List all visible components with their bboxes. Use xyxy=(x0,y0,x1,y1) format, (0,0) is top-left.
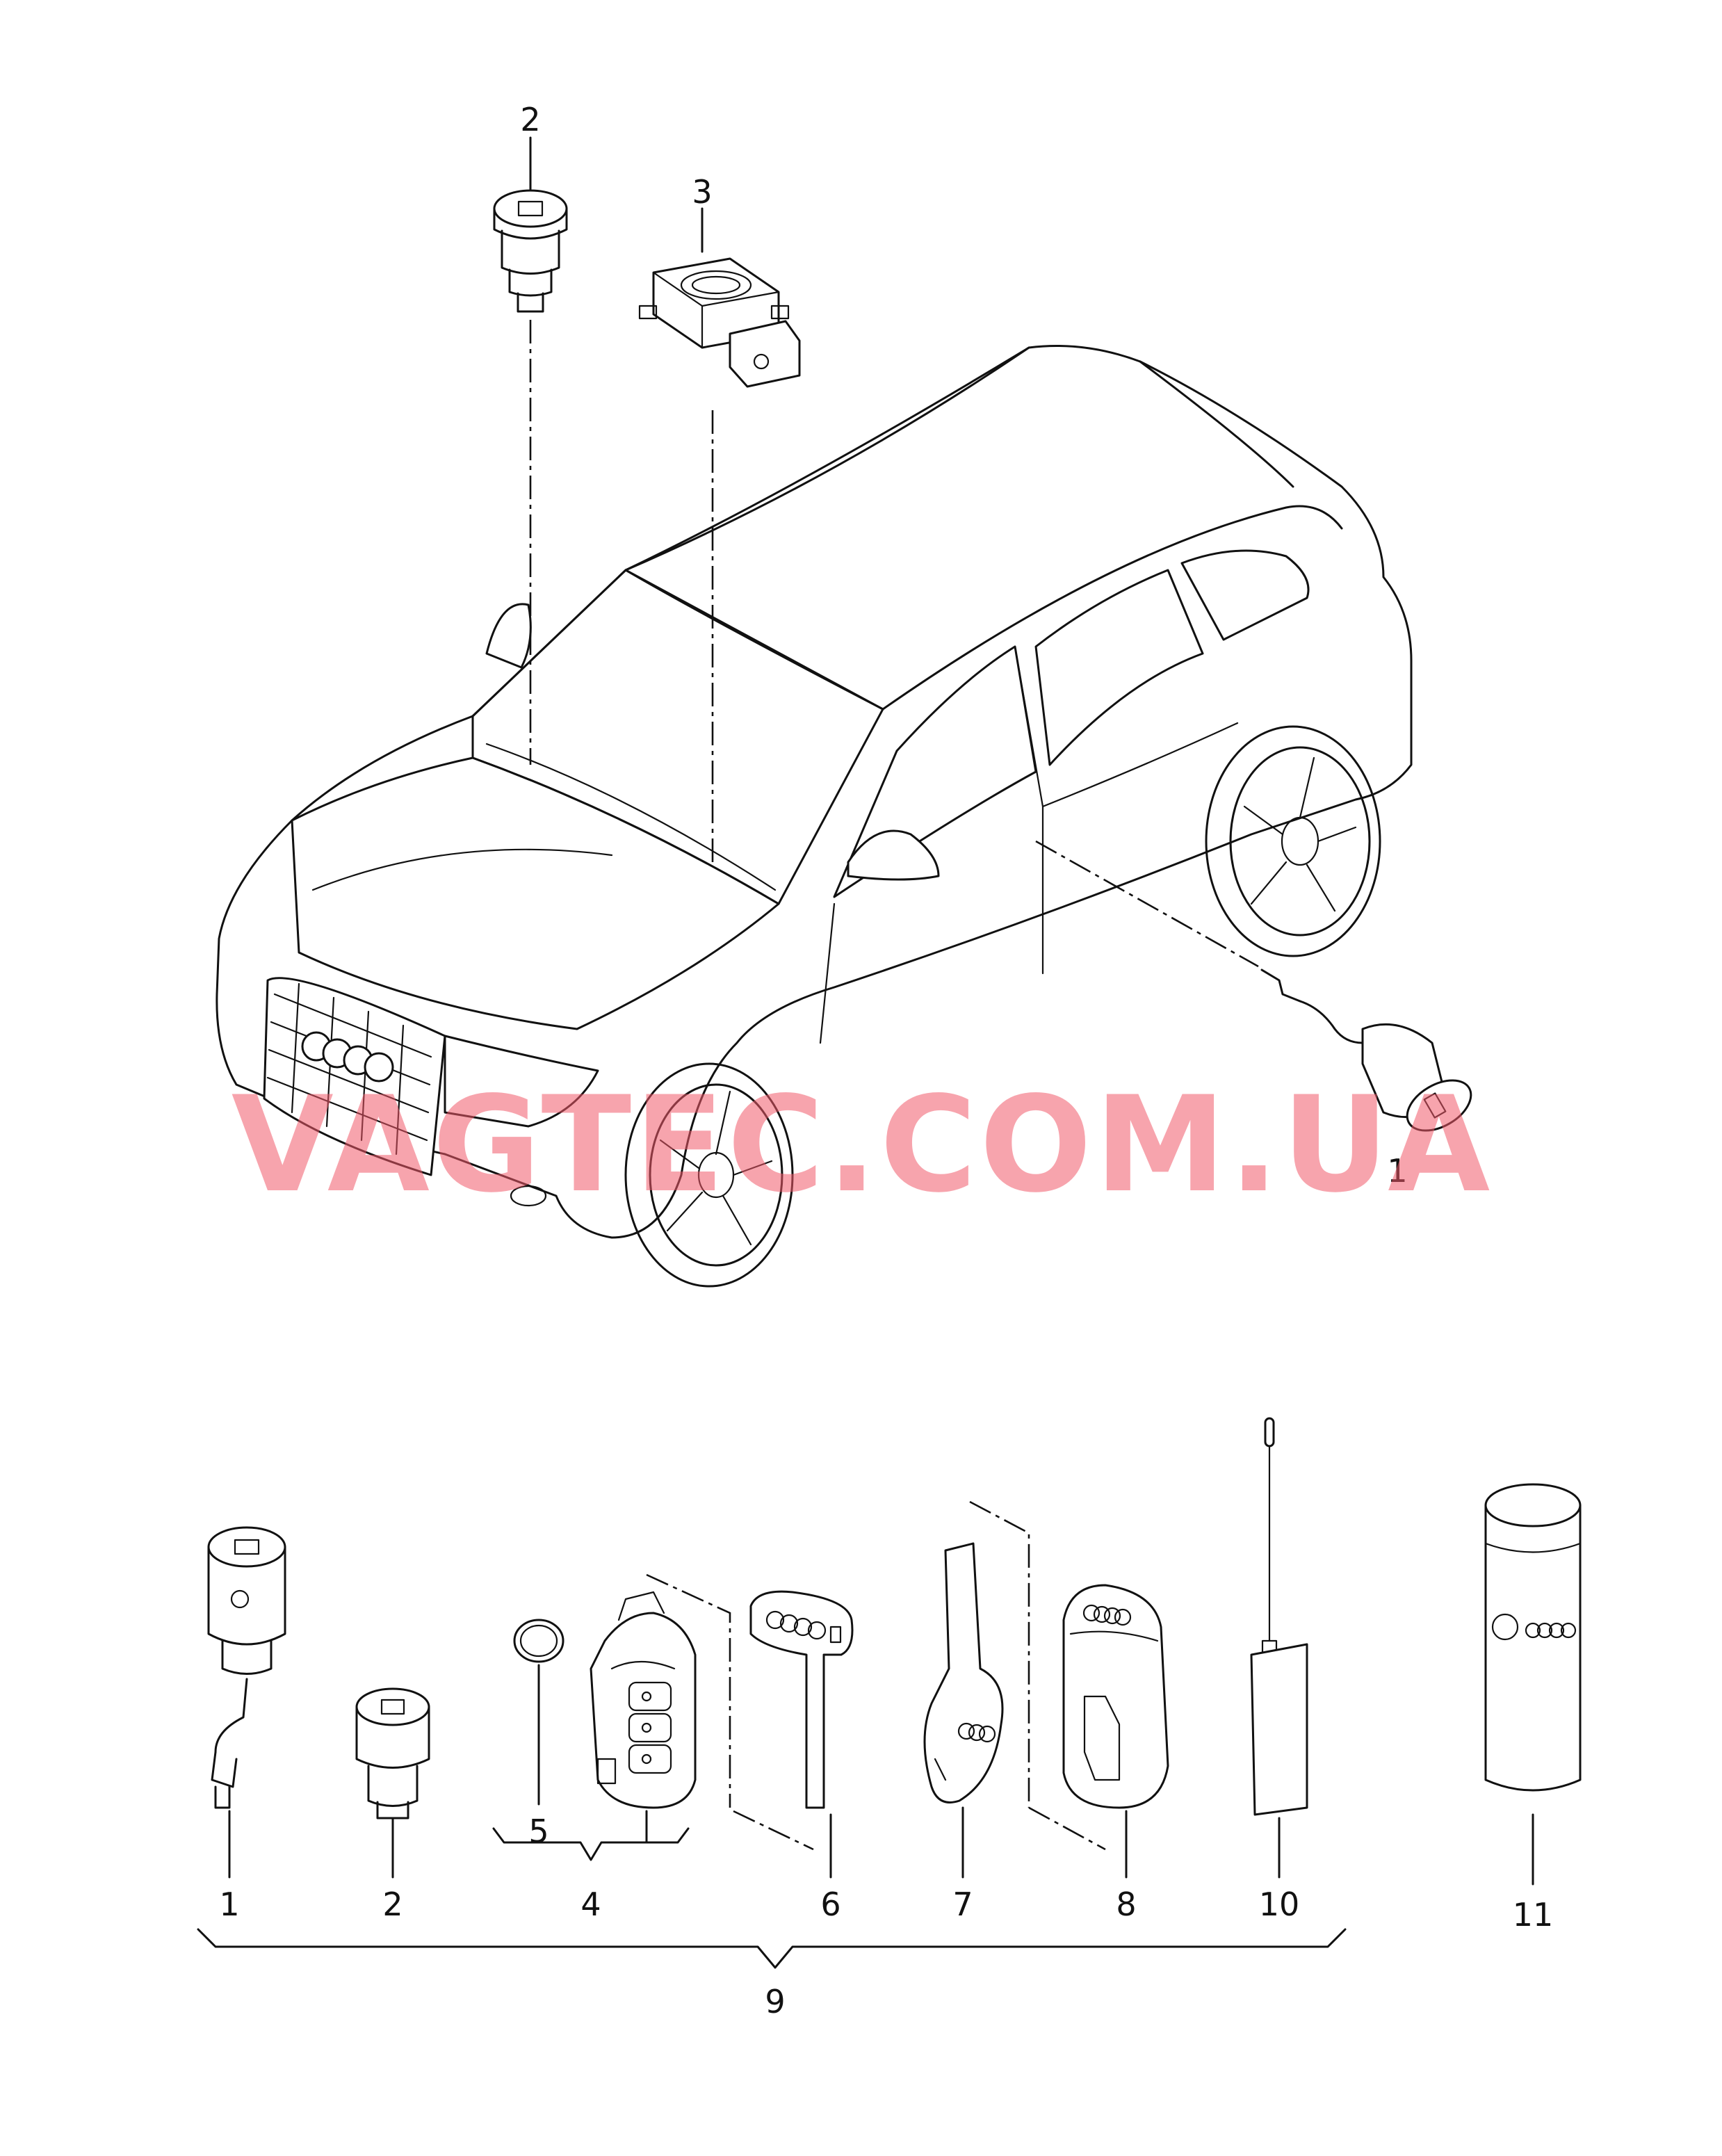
battery-cell-icon[interactable] xyxy=(513,1619,564,1663)
callout-top-3: 3 xyxy=(692,173,712,211)
callout-bottom-8: 8 xyxy=(1116,1886,1136,1923)
control-unit-icon[interactable] xyxy=(638,257,801,388)
lock-cylinder-icon[interactable] xyxy=(493,189,568,313)
emergency-key-icon[interactable] xyxy=(749,1590,854,1809)
callout-bottom-6: 6 xyxy=(820,1886,840,1923)
callout-bottom-4: 4 xyxy=(580,1886,601,1923)
lock-cylinder-long-icon[interactable] xyxy=(207,1526,286,1809)
callout-bottom-7: 7 xyxy=(952,1886,973,1923)
lock-cylinder-short-icon[interactable] xyxy=(355,1687,430,1819)
key-housing-icon[interactable] xyxy=(1062,1584,1169,1809)
callout-bottom-11: 11 xyxy=(1513,1896,1554,1934)
car-suv-icon xyxy=(216,345,1413,1288)
lock-cylinder-cable-icon[interactable] xyxy=(1260,968,1479,1141)
watermark: VAGTEC.COM.UA xyxy=(232,1068,1493,1222)
callout-car-1: 1 xyxy=(1387,1152,1407,1190)
transponder-key-icon[interactable] xyxy=(923,1542,1004,1804)
antenna-icon[interactable] xyxy=(1250,1417,1308,1816)
spray-can-icon[interactable] xyxy=(1484,1483,1582,1792)
brace-9 xyxy=(197,1928,1347,1969)
callout-bottom-2: 2 xyxy=(382,1886,403,1923)
callout-bottom-10: 10 xyxy=(1259,1886,1300,1923)
callout-bottom-5: 5 xyxy=(528,1813,549,1850)
remote-key-icon[interactable] xyxy=(590,1591,697,1809)
callout-top-2: 2 xyxy=(520,101,540,138)
callout-bottom-1: 1 xyxy=(219,1886,239,1923)
callout-bottom-9: 9 xyxy=(765,1983,785,2020)
